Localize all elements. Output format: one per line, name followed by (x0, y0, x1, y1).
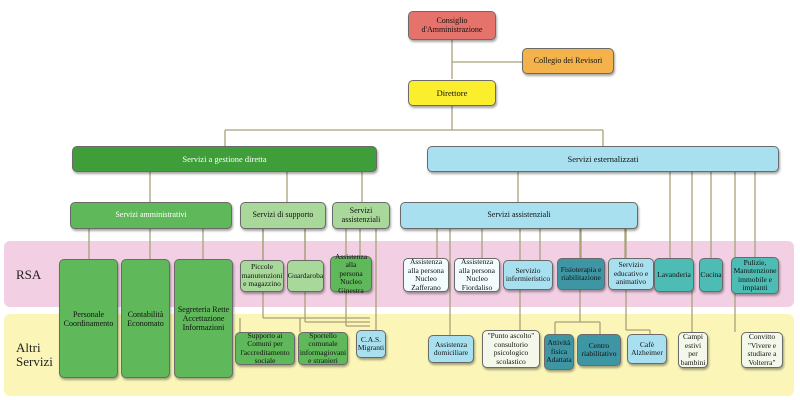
sportello-box: Sportello comunale informagiovani e stra… (298, 330, 348, 365)
fiordaliso-box: Assistenza alla persona Nucleo Fiordalis… (454, 257, 500, 292)
cucina-box: Cucina (699, 258, 723, 292)
centro-riab-box: Centro riabilitativo (577, 334, 621, 366)
altri-servizi-label: Altri Servizi (16, 341, 53, 369)
pulizie-box: Pulizie, Manutenzione immobile e impiant… (731, 257, 779, 294)
support-services-box: Servizi di supporto (240, 202, 326, 229)
campi-estivi-box: Campi estivi per bambini (678, 332, 708, 368)
external-assist-services-box: Servizi assistenziali (400, 202, 638, 229)
fisioterapia-box: Fisioterapia e riabilitazione (557, 258, 605, 290)
external-services-box: Servizi esternalizzati (427, 146, 779, 172)
guardaroba-box: Guardaroba (287, 260, 324, 292)
ginestra-box: Assistenza alla persona Nucleo Ginestra (330, 252, 372, 295)
auditors-box: Collegio dei Revisori (522, 48, 614, 74)
admin-services-box: Servizi amministrativi (70, 202, 232, 229)
director-box: Direttore (408, 80, 496, 106)
punto-ascolto-box: "Punto ascolto" consultorio psicologico … (482, 330, 540, 368)
cas-migranti-box: C.A.S. Migranti (356, 330, 386, 358)
manutenzioni-box: Piccole manutenzioni e magazzino (240, 260, 284, 292)
domiciliare-box: Assistenza domiciliare (428, 335, 474, 363)
direct-assist-services-box: Servizi assistenziali (332, 202, 390, 229)
afa-box: Attività fisica Adattata (544, 334, 574, 370)
contabilita-box: Contabilità Economato (121, 259, 170, 378)
direct-services-box: Servizi a gestione diretta (72, 146, 377, 172)
altri-servizi-label-line1: Altri (16, 340, 41, 355)
rsa-label: RSA (16, 267, 42, 282)
lavanderia-box: Lavanderia (654, 258, 694, 292)
educativo-box: Servizio educativo e animativo (608, 258, 654, 290)
cafe-alzheimer-box: Cafè Alzheimer (627, 334, 667, 364)
zafferano-box: Assistenza alla persona Nucleo Zafferano (403, 257, 449, 292)
personale-box: Personale Coordinamento (59, 259, 118, 378)
board-box: Consiglio d'Amministrazione (408, 11, 496, 40)
altri-servizi-label-line2: Servizi (16, 354, 53, 369)
segreteria-box: Segreteria Rette Accettazione Informazio… (174, 259, 233, 378)
convitto-box: Convitto "Vivere e studiare a Volterra" (741, 332, 783, 368)
infermieristico-box: Servizio infermieristico (503, 260, 553, 290)
supporto-comuni-box: Supporto ai Comuni per l'accreditamento … (235, 331, 295, 365)
